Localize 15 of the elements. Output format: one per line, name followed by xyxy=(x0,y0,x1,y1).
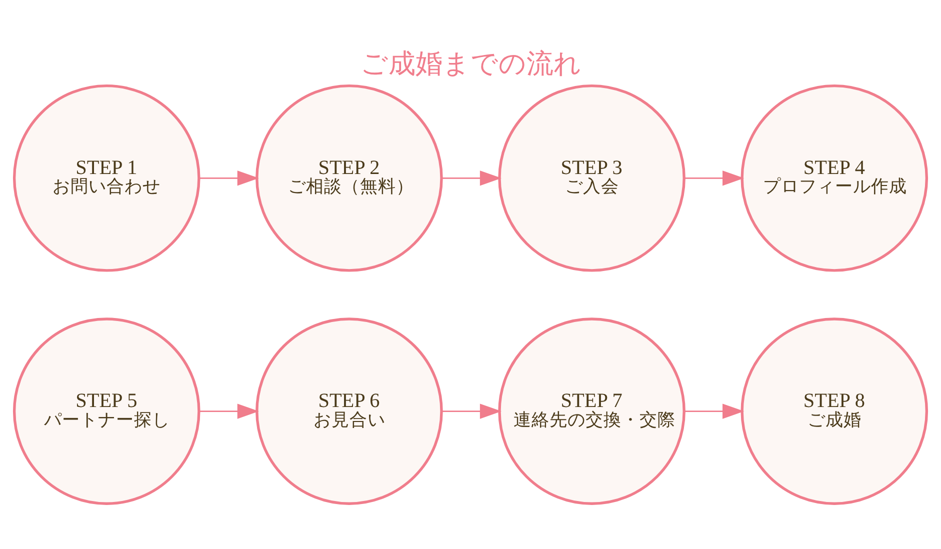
diagram-title: ご成婚までの流れ xyxy=(360,48,582,80)
node-circle: STEP 7 連絡先の交換・交際 xyxy=(498,318,686,505)
node-circle: STEP 6 お見合い xyxy=(256,318,443,505)
node-circle: STEP 8 ご成婚 xyxy=(740,318,928,505)
node-circle: STEP 3 ご入会 xyxy=(498,84,686,272)
arrow xyxy=(199,170,259,186)
arrow xyxy=(199,404,259,419)
arrow xyxy=(442,170,502,186)
node-circle: STEP 2 ご相談（無料） xyxy=(256,84,443,272)
arrow xyxy=(684,404,744,419)
node-circle: STEP 1 お問い合わせ xyxy=(12,84,200,272)
node-circle: STEP 4 プロフィール作成 xyxy=(740,84,928,272)
arrow xyxy=(442,404,502,419)
node-circle: STEP 5 パートナー探し xyxy=(12,318,200,505)
arrow xyxy=(684,170,744,186)
